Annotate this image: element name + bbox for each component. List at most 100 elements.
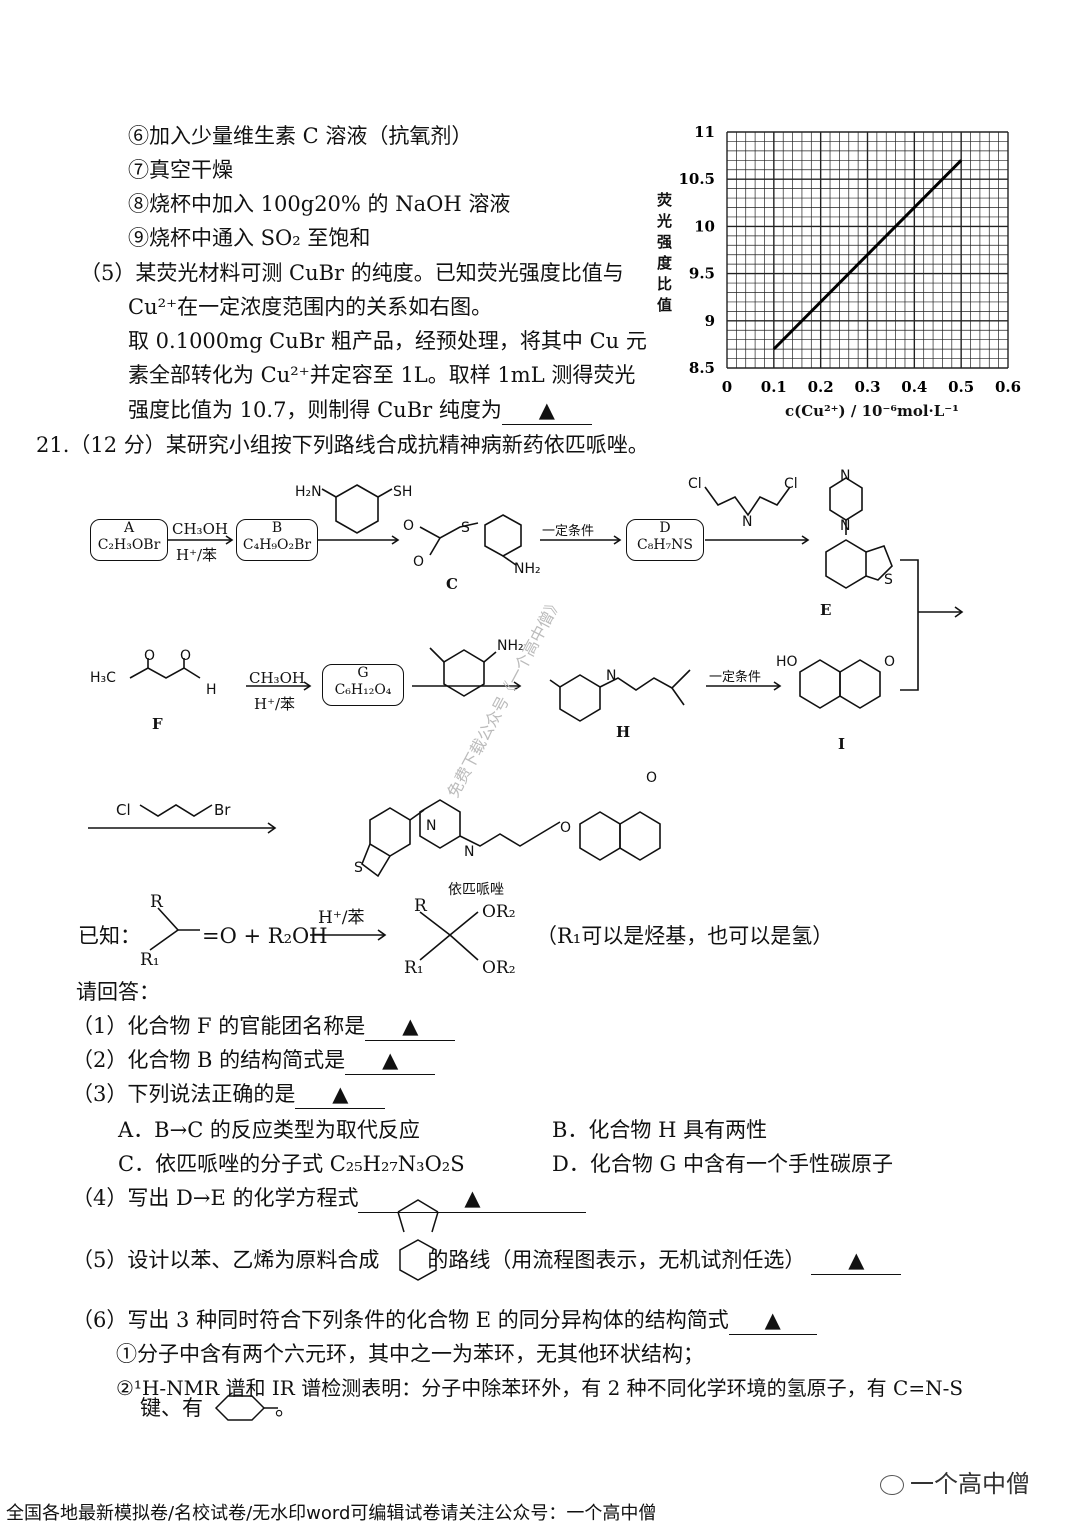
question-5-text-b: 的路线（用流程图表示，无机试剂任选） <box>427 1248 806 1272</box>
known-prefix: 已知： <box>78 924 141 948</box>
atom-o-f2: O <box>180 648 192 664</box>
known-r1-product: R₁ <box>404 958 424 978</box>
atom-n-product-2: N <box>464 844 475 860</box>
questions-prompt: 请回答： <box>76 980 160 1004</box>
atom-nh2-c: NH₂ <box>514 561 541 577</box>
reagent-acid-1: H⁺/苯 <box>176 546 218 564</box>
chart-xlabel: c(Cu²⁺) / 10⁻⁶mol·L⁻¹ <box>785 402 959 420</box>
q5-line-3: 取 0.1000mg CuBr 粗产品，经预处理，将其中 Cu 元 <box>128 329 647 353</box>
known-or2-2: OR₂ <box>482 958 516 978</box>
known-condition: H⁺/苯 <box>318 908 365 928</box>
data-line <box>772 159 963 351</box>
label-F: F <box>152 715 163 733</box>
x-tick-label: 0.4 <box>901 378 927 396</box>
question-3: （3）下列说法正确的是▲ <box>72 1080 386 1109</box>
known-r1: R₁ <box>140 950 160 970</box>
answer-blank-1: ▲ <box>365 1012 456 1041</box>
compound-A-box: A C₂H₃OBr <box>90 519 168 561</box>
known-r-product: R <box>414 896 427 916</box>
step-6: ⑥加入少量维生素 C 溶液（抗氧剂） <box>128 124 473 148</box>
answer-blank-3: ▲ <box>295 1080 386 1109</box>
atom-o-product: O <box>560 820 572 836</box>
question-5-text-a: （5）设计以苯、乙烯为原料合成 <box>72 1248 380 1272</box>
question-1-text: （1）化合物 F 的官能团名称是 <box>72 1014 366 1038</box>
atom-n-e: N <box>840 518 851 534</box>
option-d: D．化合物 G 中含有一个手性碳原子 <box>552 1152 893 1176</box>
atom-ho-i: HO <box>776 654 798 670</box>
compound-D-label: D <box>659 520 671 536</box>
option-b: B．化合物 H 具有两性 <box>552 1118 768 1142</box>
answer-blank-2: ▲ <box>345 1046 436 1075</box>
q5-line-5-text: 强度比值为 10.7，则制得 CuBr 纯度为 <box>128 398 502 422</box>
condition-2-cont: 键、有 。 <box>140 1394 296 1422</box>
reagent-meoh-2: CH₃OH <box>249 669 305 687</box>
question-5: （5）设计以苯、乙烯为原料合成 的路线（用流程图表示，无机试剂任选）▲ <box>72 1246 902 1275</box>
atom-n-h: N <box>606 668 617 684</box>
y-tick-label: 8.5 <box>689 359 715 377</box>
compound-B-box: B C₄H₉O₂Br <box>236 519 318 561</box>
label-H: H <box>616 723 631 741</box>
known-reactants: =O + R₂OH <box>202 924 328 948</box>
question-2: （2）化合物 B 的结构简式是▲ <box>72 1046 436 1075</box>
answer-blank-5: ▲ <box>811 1246 902 1275</box>
answer-blank: ▲ <box>501 396 592 425</box>
atom-nh-e: N <box>840 468 851 484</box>
y-tick-label: 9.5 <box>689 265 715 283</box>
question-2-text: （2）化合物 B 的结构简式是 <box>72 1048 346 1072</box>
compound-D-box: D C₈H₇NS <box>626 519 704 561</box>
question-4-text: （4）写出 D→E 的化学方程式 <box>72 1186 359 1210</box>
atom-o-f1: O <box>144 648 156 664</box>
question-3-text: （3）下列说法正确的是 <box>72 1082 296 1106</box>
reagent-acid-2: H⁺/苯 <box>254 695 296 713</box>
compound-G-formula: C₆H₁₂O₄ <box>334 682 392 698</box>
known-or2-1: OR₂ <box>482 902 516 922</box>
x-tick-label: 0.5 <box>948 378 974 396</box>
compound-A-formula: C₂H₃OBr <box>97 537 161 553</box>
x-tick-label: 0.2 <box>808 378 834 396</box>
step-7: ⑦真空干燥 <box>128 158 233 182</box>
atom-s-product: S <box>354 860 363 876</box>
wechat-name: 一个高中僧 <box>910 1470 1030 1498</box>
reaction-scheme <box>88 477 964 961</box>
wechat-tag: 一个高中僧 <box>880 1470 1030 1498</box>
atom-o-c2: O <box>413 554 425 570</box>
q21-title: 21.（12 分）某研究小组按下列路线合成抗精神病新药依匹哌唑。 <box>36 433 649 457</box>
compound-B-formula: C₄H₉O₂Br <box>242 537 312 553</box>
question-1: （1）化合物 F 的官能团名称是▲ <box>72 1012 456 1041</box>
atom-n-product-1: N <box>426 818 437 834</box>
y-tick-label: 11 <box>694 123 715 141</box>
atom-s-e: S <box>884 572 893 588</box>
answer-blank-6: ▲ <box>728 1306 817 1335</box>
y-tick-label: 10 <box>694 217 715 235</box>
known-note: （R₁可以是烃基，也可以是氢） <box>536 924 834 948</box>
question-4: （4）写出 D→E 的化学方程式▲ <box>72 1184 587 1213</box>
atom-o-c1: O <box>403 518 415 534</box>
atom-br-reagent: Br <box>214 801 231 819</box>
q5-line-1: （5）某荧光材料可测 CuBr 的纯度。已知荧光强度比值与 <box>80 261 624 285</box>
condition-1: 一定条件 <box>542 524 595 539</box>
x-tick-label: 0 <box>722 378 732 396</box>
q5-line-5: 强度比值为 10.7，则制得 CuBr 纯度为▲ <box>128 396 592 425</box>
atom-n-amine: N <box>742 514 753 530</box>
atom-h3c-f: H₃C <box>90 670 116 686</box>
x-tick-label: 0.1 <box>761 378 787 396</box>
compound-B-label: B <box>271 520 283 536</box>
condition-2-text: ②¹H-NMR 谱和 IR 谱检测表明：分子中除苯环外，有 2 种不同化学环境的… <box>116 1376 964 1400</box>
label-I: I <box>838 735 846 753</box>
atom-o-i: O <box>884 654 896 670</box>
compound-G-label: G <box>357 665 369 681</box>
step-8: ⑧烧杯中加入 100g20% 的 NaOH 溶液 <box>128 192 511 216</box>
x-tick-label: 0.3 <box>854 378 880 396</box>
condition-2-cont-b: 。 <box>275 1396 296 1420</box>
condition-2-cont-a: 键、有 <box>140 1396 203 1420</box>
atom-cl-1: Cl <box>688 476 702 492</box>
option-c: C．依匹哌唑的分子式 C₂₅H₂₇N₃O₂S <box>118 1152 465 1176</box>
reagent-meoh-1: CH₃OH <box>172 520 228 538</box>
compound-G-box: G C₆H₁₂O₄ <box>322 664 404 706</box>
wechat-icon <box>880 1475 904 1495</box>
atom-h2n: H₂N <box>295 484 322 500</box>
answer-blank-4: ▲ <box>358 1184 587 1213</box>
atom-sh: SH <box>393 484 413 500</box>
